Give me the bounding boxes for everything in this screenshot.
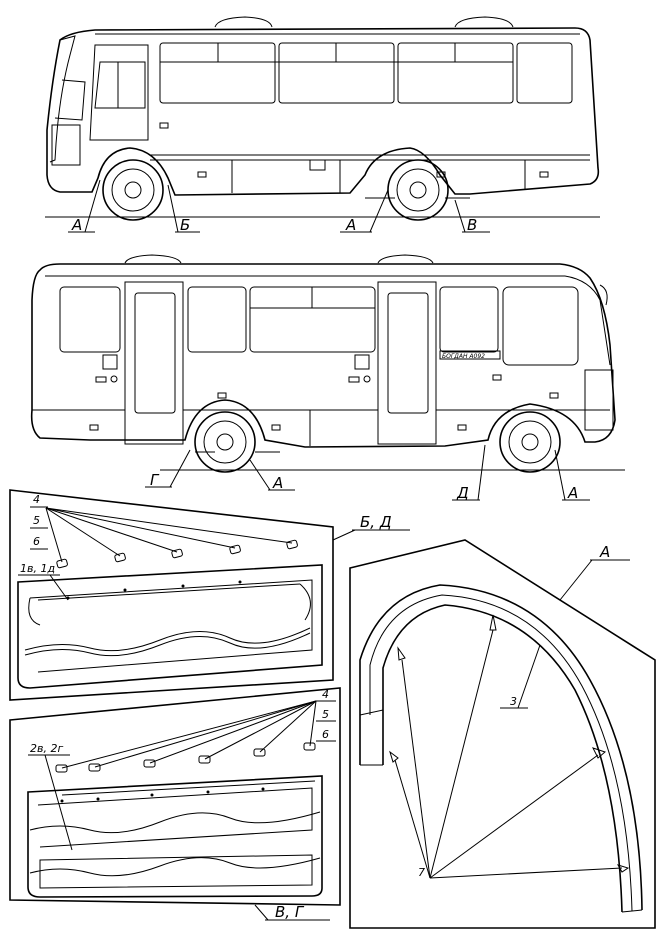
panel-v-g-title: В, Г xyxy=(275,903,305,921)
panel-v-g: 4 5 6 2в, 2г xyxy=(9,687,341,921)
bottom-view-callouts: Г А Д А xyxy=(145,444,590,502)
callout-5b: 5 xyxy=(322,708,329,721)
bus-side-view-top xyxy=(45,16,600,221)
bus-side-view-bottom: БОГДАН А092 xyxy=(30,254,625,473)
rivets xyxy=(56,539,298,569)
label-b: Б xyxy=(180,216,190,234)
label-g: Г xyxy=(150,471,160,489)
label-a-4: А xyxy=(567,484,578,502)
bus-badge: БОГДАН А092 xyxy=(442,353,485,360)
label-a-2: А xyxy=(345,216,356,234)
arch-label-3: 3 xyxy=(510,695,517,708)
callout-6b: 6 xyxy=(322,728,329,741)
top-view-callouts: А Б А В xyxy=(68,179,490,234)
callout-4b: 4 xyxy=(322,688,329,701)
label-a-1: А xyxy=(71,216,82,234)
panel-a-title: А xyxy=(599,543,610,561)
part-label-1v-1d: 1в, 1д xyxy=(20,562,55,575)
fastener-label-7: 7 xyxy=(418,866,425,879)
callout-6: 6 xyxy=(33,535,40,548)
panel-a: А 3 7 xyxy=(349,539,656,929)
label-a-3: А xyxy=(272,474,283,492)
rivets-b xyxy=(55,742,316,773)
part-label-2v-2g: 2в, 2г xyxy=(30,742,63,755)
callout-5: 5 xyxy=(33,514,40,527)
label-v: В xyxy=(467,216,477,234)
panel-b-d: Б, Д 4 5 6 1в, 1д xyxy=(9,489,410,701)
callout-4: 4 xyxy=(33,493,40,506)
label-d: Д xyxy=(456,484,469,502)
panel-b-d-title: Б, Д xyxy=(360,513,392,531)
